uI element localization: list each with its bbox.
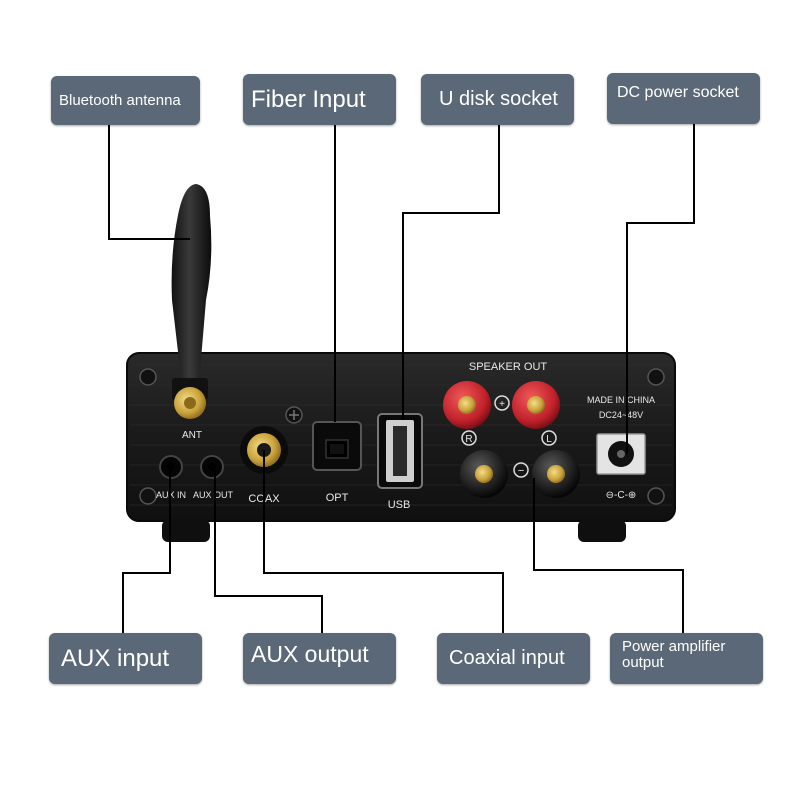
ant-label: ANT bbox=[182, 430, 202, 441]
leader-dc-power-socket bbox=[626, 124, 695, 454]
plus-marker bbox=[494, 395, 510, 411]
left-channel-label: L bbox=[546, 434, 552, 445]
opt-label: OPT bbox=[326, 492, 349, 504]
leader-lines bbox=[108, 124, 695, 633]
dc-power-socket bbox=[596, 433, 646, 475]
speaker-post-left-positive bbox=[512, 381, 560, 429]
usb-label: USB bbox=[388, 499, 411, 511]
polarity-label: ⊖-C-⊕ bbox=[606, 490, 637, 501]
left-foot bbox=[162, 520, 210, 542]
dc-power-socket-label: DC power socket bbox=[617, 84, 739, 101]
right-marker bbox=[461, 430, 477, 446]
coaxial-input-callout: Coaxial input bbox=[437, 633, 590, 684]
aux-output-label: AUX output bbox=[251, 641, 369, 667]
aux-input-label: AUX input bbox=[61, 644, 170, 672]
bluetooth-antenna-callout: Bluetooth antenna bbox=[51, 76, 200, 125]
minus-marker bbox=[513, 462, 529, 478]
made-in-label: MADE IN CHINA bbox=[587, 395, 655, 405]
speaker-post-right-negative bbox=[460, 450, 508, 498]
corner-screws bbox=[139, 368, 665, 505]
right-channel-label: R bbox=[465, 434, 472, 445]
leader-aux-output bbox=[214, 470, 323, 633]
leader-coaxial-input bbox=[263, 450, 504, 633]
speaker-post-right-positive bbox=[443, 381, 491, 429]
aux-input-callout: AUX input bbox=[49, 633, 202, 684]
fiber-input-callout: Fiber Input bbox=[243, 74, 396, 125]
voltage-label: DC24~48V bbox=[599, 410, 643, 420]
minus-label: − bbox=[518, 465, 524, 477]
u-disk-socket-label: U disk socket bbox=[439, 88, 558, 110]
left-marker bbox=[541, 430, 557, 446]
coaxial-input-label: Coaxial input bbox=[449, 647, 565, 669]
bluetooth-antenna-label: Bluetooth antenna bbox=[59, 91, 181, 109]
aux-out-jack bbox=[200, 455, 224, 479]
fiber-input-label: Fiber Input bbox=[251, 85, 366, 113]
leader-u-disk-socket bbox=[402, 124, 500, 420]
leader-aux-input bbox=[122, 470, 171, 633]
optical-toslink-port bbox=[312, 421, 362, 471]
power-amplifier-output-callout: Power amplifier output bbox=[610, 633, 763, 684]
power-amplifier-output-label: Power amplifier output bbox=[622, 638, 726, 671]
u-disk-socket-callout: U disk socket bbox=[421, 74, 574, 125]
leader-power-amplifier-output bbox=[533, 478, 684, 633]
right-foot bbox=[578, 520, 626, 542]
speaker-post-left-negative bbox=[532, 450, 580, 498]
plus-label: + bbox=[499, 399, 505, 410]
aux-out-label: AUX OUT bbox=[193, 490, 234, 500]
leader-bluetooth-antenna bbox=[108, 124, 190, 240]
bluetooth-antenna bbox=[171, 184, 212, 419]
speaker-out-label: SPEAKER OUT bbox=[469, 361, 548, 373]
dc-power-socket-callout: DC power socket bbox=[607, 73, 760, 124]
usb-port bbox=[377, 413, 423, 489]
aux-output-callout: AUX output bbox=[243, 633, 396, 684]
